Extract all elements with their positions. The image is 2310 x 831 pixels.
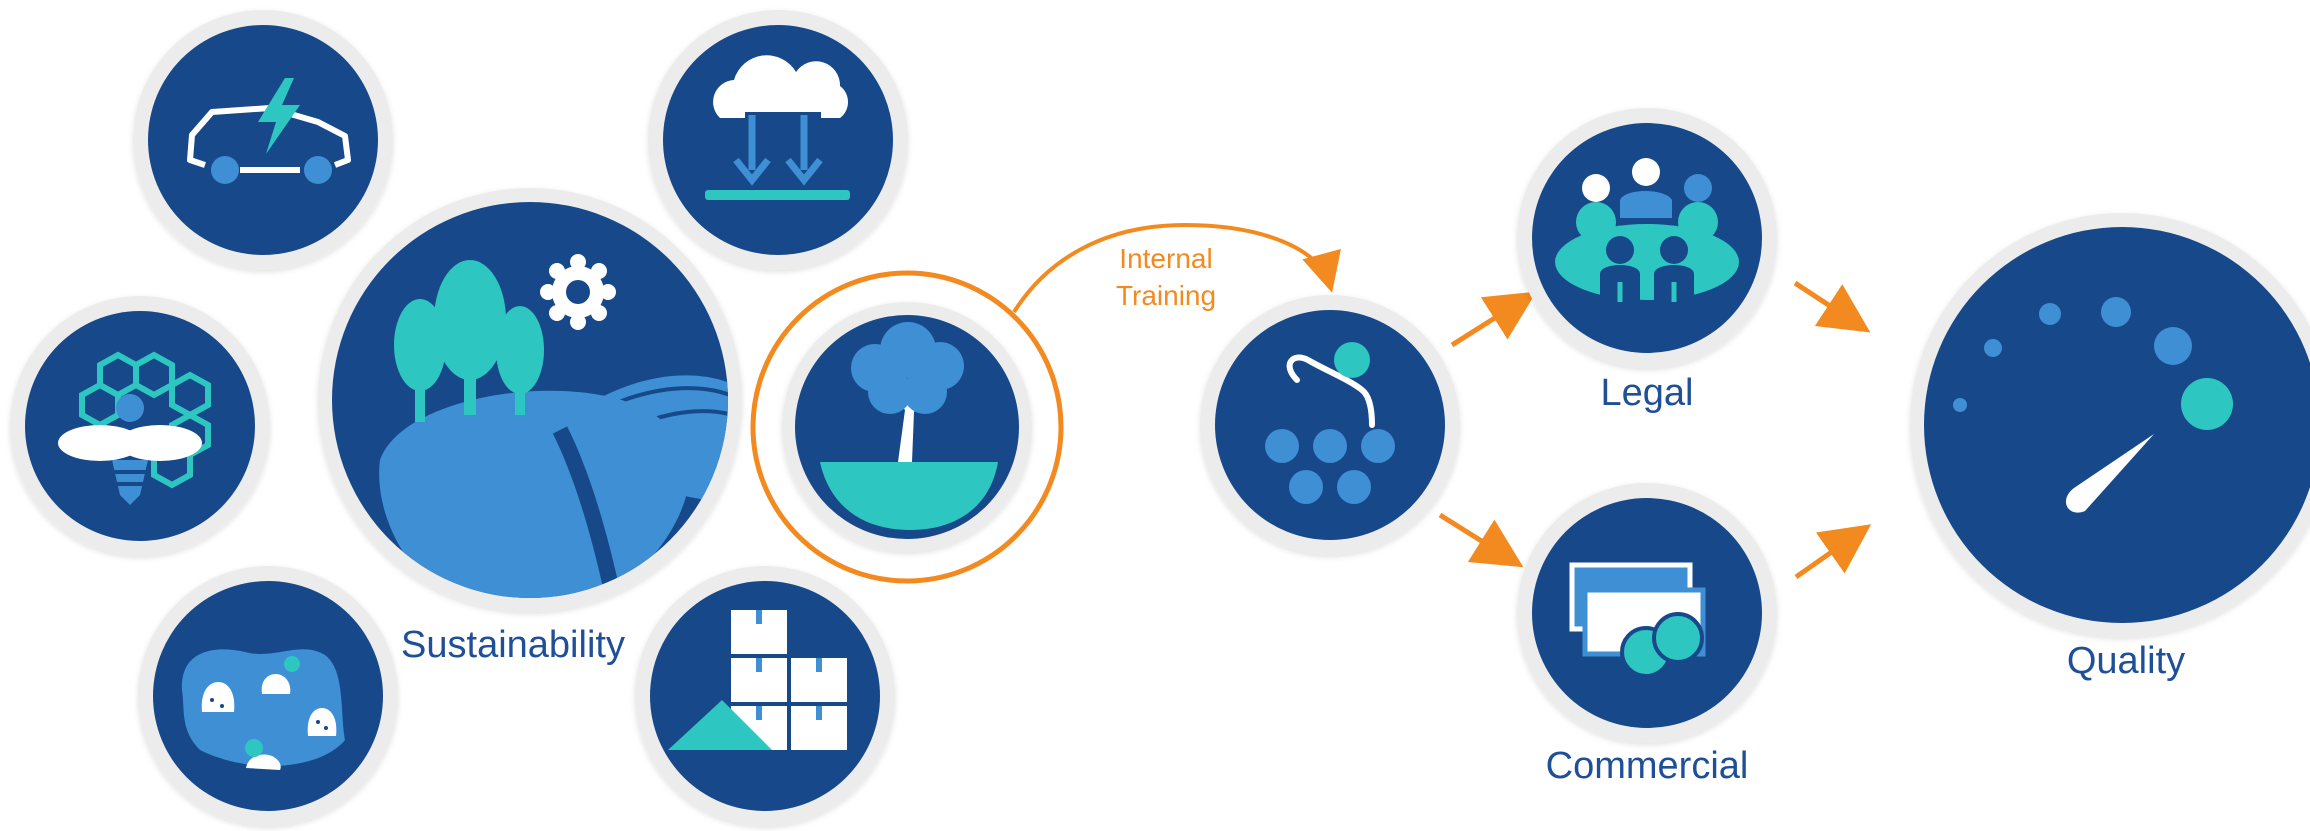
boxes-warehouse-icon	[668, 610, 847, 750]
cloud-download-icon	[705, 55, 850, 200]
sustainability-label: Sustainability	[401, 624, 625, 666]
gear-icon	[540, 254, 616, 330]
meeting-people-icon	[1555, 158, 1739, 302]
legal-label: Legal	[1601, 372, 1694, 414]
bee-honeycomb-icon	[79, 351, 211, 489]
sustainability-circle	[318, 188, 742, 612]
internal-training-arrow	[1012, 222, 1341, 314]
cloud-circle	[648, 10, 908, 270]
arrow-to-legal	[1450, 291, 1537, 348]
internal-training-label-line1: Internal	[1119, 243, 1212, 274]
people-network-icon	[1265, 342, 1395, 504]
internal-training-label-line2: Training	[1116, 280, 1216, 311]
farm-circle	[138, 566, 398, 826]
speedometer-gauge-icon	[1953, 297, 2233, 513]
farm-field-icon	[181, 649, 345, 770]
quality-label: Quality	[2067, 640, 2185, 682]
bee-circle	[10, 296, 270, 556]
bee-icon	[58, 394, 202, 505]
presentation-screens-icon	[1569, 562, 1706, 678]
legal-circle	[1517, 108, 1777, 368]
quality-circle	[1910, 213, 2310, 637]
arrow-commercial-to-quality	[1794, 524, 1872, 580]
tree-growth-icon	[820, 322, 998, 530]
training-circle	[750, 270, 1064, 584]
landscape-trees-icon	[379, 254, 728, 598]
arrow-to-commercial	[1438, 512, 1524, 568]
commercial-label: Commercial	[1546, 745, 1749, 787]
electric-car-icon	[187, 78, 351, 184]
arrow-legal-to-quality	[1793, 280, 1871, 333]
training-highlight-ring	[750, 270, 1064, 584]
commercial-circle	[1517, 483, 1777, 743]
logistics-circle	[635, 566, 895, 826]
ev-circle	[133, 10, 393, 270]
network-circle	[1200, 295, 1460, 555]
